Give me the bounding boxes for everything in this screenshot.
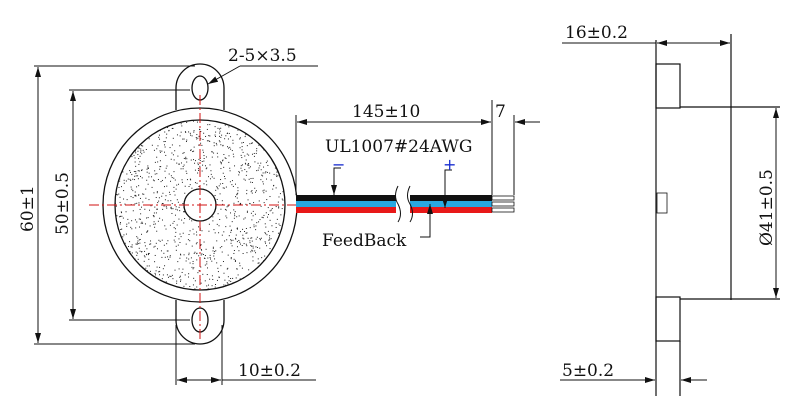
mounting-tabs: [175, 63, 225, 345]
wire-bundle: [296, 185, 515, 223]
feedback-label: FeedBack: [322, 231, 407, 251]
side-view: [655, 34, 780, 396]
tab-width-label: 10±0.2: [238, 361, 301, 381]
negative-label: −: [332, 155, 345, 174]
wire-spec-label: UL1007#24AWG: [325, 137, 472, 157]
wire-dimensions: [295, 100, 540, 238]
side-dimensions: [560, 40, 779, 383]
black-wire: [296, 195, 492, 201]
label-marker: [656, 192, 668, 214]
blue-wire: [296, 201, 492, 207]
red-wire: [296, 207, 492, 213]
center-lines: [89, 95, 312, 340]
flange-thickness-label: 5±0.2: [562, 361, 614, 381]
diameter-label: Ø41±0.5: [757, 169, 777, 246]
positive-label: +: [443, 155, 456, 174]
wire-length-label: 145±10: [352, 102, 420, 122]
hole-spacing-label: 50±0.5: [53, 172, 73, 235]
strip-length-label: 7: [495, 102, 506, 122]
hole-spec-label: 2-5×3.5: [228, 46, 297, 66]
front-dimensions: [34, 65, 318, 385]
overall-height-label: 60±1: [18, 185, 38, 232]
side-height-label: 16±0.2: [565, 23, 628, 43]
